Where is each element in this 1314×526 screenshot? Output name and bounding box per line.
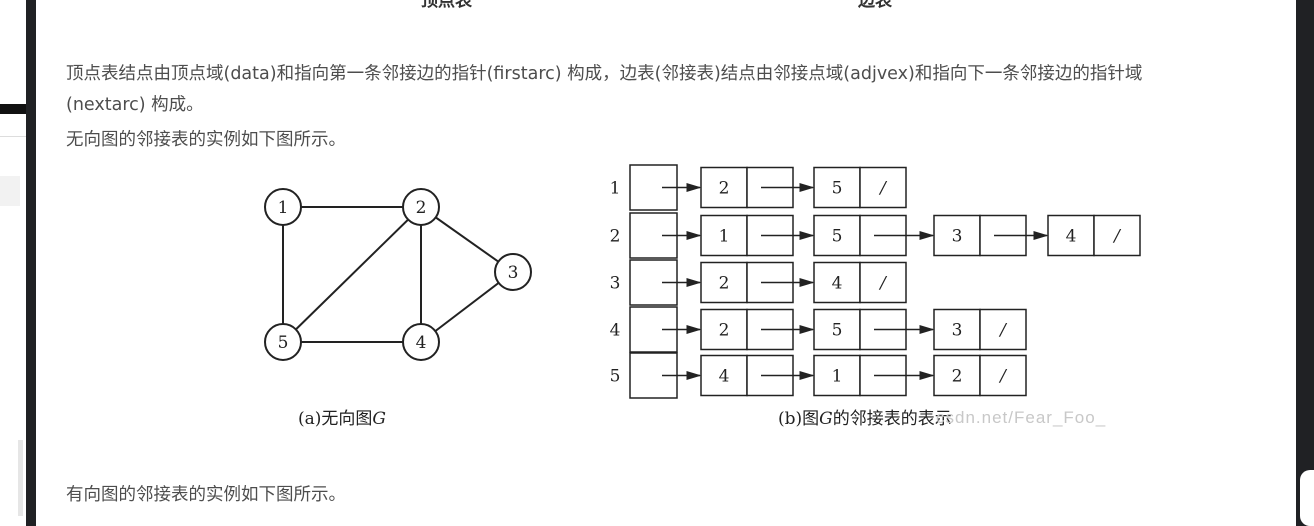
adjvex-cell xyxy=(700,308,748,351)
adjvex-cell xyxy=(813,214,861,257)
scroll-thumb[interactable] xyxy=(1300,470,1314,526)
graph-vertex-label-1: 1 xyxy=(278,198,289,218)
adjvex-value: 1 xyxy=(719,227,730,247)
nextarc-cell xyxy=(979,308,1027,351)
graph-vertex-4 xyxy=(402,323,440,361)
adjvex-cell xyxy=(700,166,748,209)
null-pointer: / xyxy=(998,321,1008,341)
adjvex-value: 2 xyxy=(952,367,963,387)
adjvex-value: 1 xyxy=(832,367,843,387)
paragraph-structure-line2: (nextarc) 构成。 xyxy=(66,95,204,115)
adjvex-value: 2 xyxy=(719,179,730,199)
adjvex-cell xyxy=(700,214,748,257)
list-caption-suffix: 的邻接表的表示 xyxy=(833,409,952,429)
adjvex-cell xyxy=(700,261,748,304)
null-pointer: / xyxy=(878,274,888,294)
adjvex-value: 2 xyxy=(719,274,730,294)
rail-scrollbar[interactable] xyxy=(18,440,23,516)
graph-vertex-2 xyxy=(402,188,440,226)
article-content: 顶点表 边表 顶点表结点由顶点域(data)和指向第一条邻接边的指针(first… xyxy=(36,0,1296,526)
right-edge xyxy=(1296,0,1314,526)
adjvex-cell xyxy=(813,354,861,397)
adjvex-value: 4 xyxy=(1066,227,1077,247)
graph-caption-prefix: (a)无向图 xyxy=(298,409,372,429)
adjvex-value: 5 xyxy=(832,321,843,341)
nextarc-cell xyxy=(1093,214,1141,257)
graph-caption: (a)无向图G xyxy=(298,409,386,429)
graph-edge-2-5 xyxy=(282,206,422,343)
graph-vertex-label-4: 4 xyxy=(416,333,427,353)
graph-edge-3-4 xyxy=(420,271,514,343)
edge-table-label: 边表 xyxy=(858,0,892,11)
watermark-text: csdn.net/Fear_Foo_ xyxy=(936,408,1107,427)
graph-vertex-label-2: 2 xyxy=(416,198,427,218)
list-row-label-4: 4 xyxy=(610,321,621,341)
adjvex-cell xyxy=(1047,214,1095,257)
adjvex-value: 3 xyxy=(952,321,963,341)
graph-vertex-label-5: 5 xyxy=(278,333,289,353)
null-pointer: / xyxy=(998,367,1008,387)
rail-divider xyxy=(0,104,26,114)
list-caption-g: G xyxy=(819,409,833,429)
graph-vertex-label-3: 3 xyxy=(508,263,519,283)
undirected-graph: 1 2 3 4 5 xyxy=(264,188,532,361)
adjvex-cell xyxy=(933,214,981,257)
adjvex-value: 4 xyxy=(832,274,843,294)
nextarc-cell xyxy=(859,166,907,209)
adjacency-list-diagram: 1 2 5 / 2 1 5 3 4 / 3 2 4 / 4 2 5 3 / 5 4 1 2 / xyxy=(610,164,1141,399)
list-row-label-2: 2 xyxy=(610,227,621,247)
nextarc-cell xyxy=(979,354,1027,397)
list-caption-prefix: (b)图 xyxy=(778,409,819,429)
adjvex-value: 3 xyxy=(952,227,963,247)
list-caption: (b)图G的邻接表的表示 xyxy=(778,409,952,429)
left-rail xyxy=(0,0,26,526)
nextarc-cell xyxy=(859,261,907,304)
adjvex-value: 5 xyxy=(832,227,843,247)
list-row-label-1: 1 xyxy=(610,179,621,199)
null-pointer: / xyxy=(1112,227,1122,247)
paragraph-directed-intro: 有向图的邻接表的实例如下图所示。 xyxy=(66,485,346,505)
adjvex-value: 4 xyxy=(719,367,730,387)
paragraph-structure-line1: 顶点表结点由顶点域(data)和指向第一条邻接边的指针(firstarc) 构成… xyxy=(66,64,1143,84)
adjvex-value: 2 xyxy=(719,321,730,341)
graph-vertex-1 xyxy=(264,188,302,226)
adjvex-value: 5 xyxy=(832,179,843,199)
paragraph-undirected-intro: 无向图的邻接表的实例如下图所示。 xyxy=(66,130,346,150)
rail-item[interactable] xyxy=(0,176,20,206)
rail-separator xyxy=(0,136,26,137)
vertex-table-label: 顶点表 xyxy=(421,0,472,11)
null-pointer: / xyxy=(878,179,888,199)
graph-vertex-5 xyxy=(264,323,302,361)
list-row-label-5: 5 xyxy=(610,367,621,387)
list-row-label-3: 3 xyxy=(610,274,621,294)
graph-caption-g: G xyxy=(372,409,386,429)
adjvex-cell xyxy=(933,354,981,397)
graph-vertex-3 xyxy=(494,253,532,291)
